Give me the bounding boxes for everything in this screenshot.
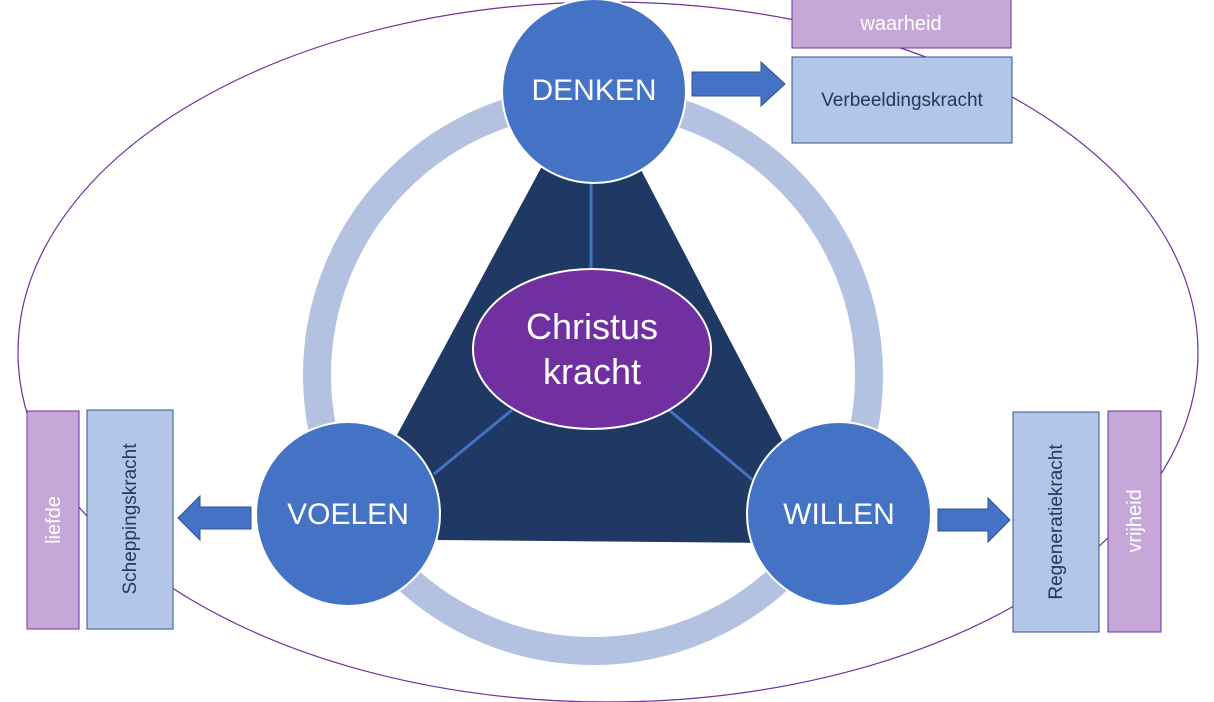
box-liefde: liefde <box>26 410 80 630</box>
box-waarheid-label: waarheid <box>859 13 941 35</box>
arrow-right-willen <box>937 496 1011 544</box>
connector-willen <box>668 408 755 483</box>
node-voelen: VOELEN <box>255 421 441 607</box>
arrow-right-denken <box>691 60 786 108</box>
node-denken: DENKEN <box>501 0 687 184</box>
connector-voelen <box>433 408 513 476</box>
box-vrijheid-label: vrijheid <box>1124 489 1146 552</box>
center-node: Christus kracht <box>472 268 712 430</box>
node-willen-label: WILLEN <box>783 498 895 531</box>
box-waarheid: waarheid <box>791 0 1012 49</box>
box-scheppingskracht: Scheppingskracht <box>86 409 174 630</box>
center-label-line1: Christus <box>526 306 658 347</box>
node-voelen-label: VOELEN <box>287 498 409 531</box>
node-denken-label: DENKEN <box>531 74 656 107</box>
center-label-line2: kracht <box>543 351 641 392</box>
node-willen: WILLEN <box>746 421 932 607</box>
box-verbeeldingskracht-label: Verbeeldingskracht <box>821 90 983 111</box>
box-regeneratiekracht-label: Regeneratiekracht <box>1046 444 1067 600</box>
box-regeneratiekracht: Regeneratiekracht <box>1012 411 1100 633</box>
box-verbeeldingskracht: Verbeeldingskracht <box>791 56 1013 144</box>
box-scheppingskracht-label: Scheppingskracht <box>120 443 141 595</box>
box-vrijheid: vrijheid <box>1107 410 1162 633</box>
box-liefde-label: liefde <box>43 496 65 544</box>
arrow-left-voelen <box>177 494 252 542</box>
